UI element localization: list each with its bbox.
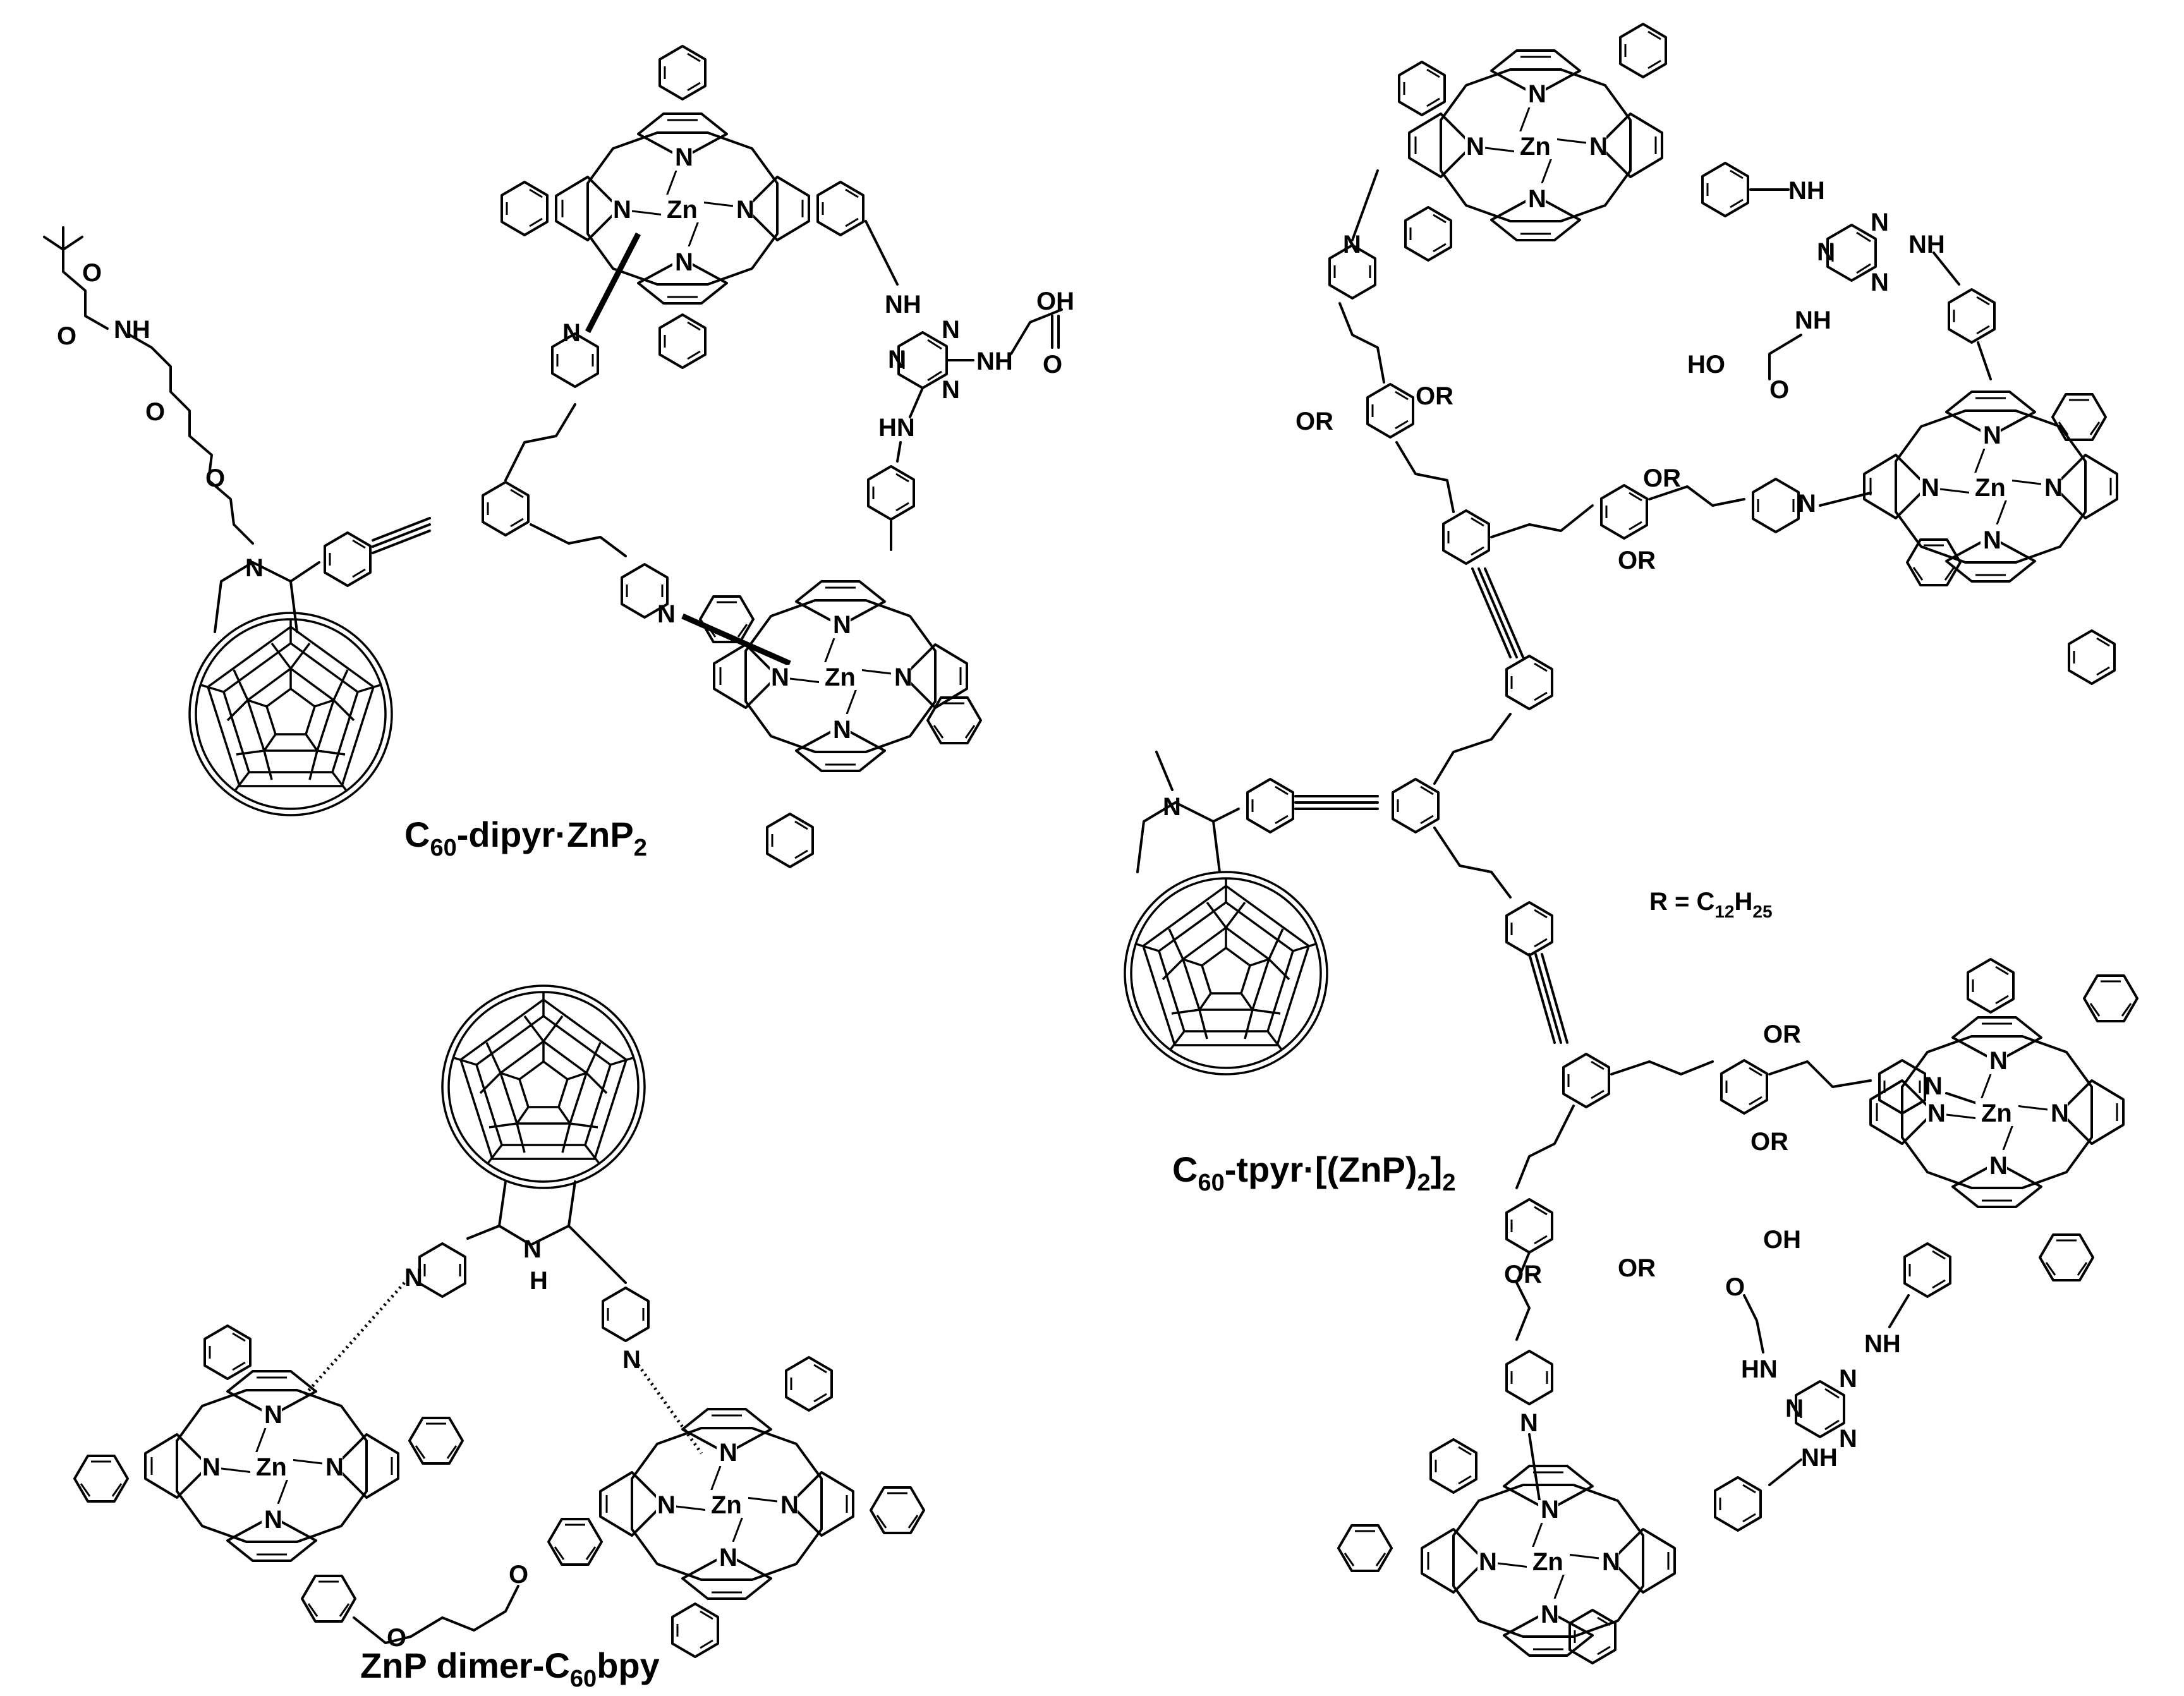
atom-n-tpyr4-bottom: N bbox=[1541, 1601, 1559, 1628]
atom-n-tpyr4-top: N bbox=[1541, 1496, 1559, 1523]
atom-or-low-2: OR bbox=[1750, 1128, 1788, 1156]
atom-n-dimer-right-right: N bbox=[780, 1491, 799, 1519]
atom-zn-dimer-right: Zn bbox=[711, 1491, 742, 1519]
atom-n-pyridine-tpyr-3: N bbox=[1924, 1072, 1943, 1100]
atom-nh-tpyr-2: NH bbox=[1908, 231, 1945, 258]
atom-n-tpyr3-bottom: N bbox=[1989, 1152, 2008, 1180]
atom-or-top-2: OR bbox=[1295, 408, 1333, 435]
atom-n-tpyr-triaz-6: N bbox=[1839, 1425, 1857, 1453]
atom-n-tpyr-triaz-3: N bbox=[1871, 269, 1889, 296]
atom-or-top-4: OR bbox=[1618, 547, 1656, 574]
atom-o-acid: O bbox=[1043, 351, 1062, 379]
atom-nh-tpyr-3: NH bbox=[1795, 306, 1831, 334]
atom-n-porph1-bottom: N bbox=[675, 248, 693, 276]
atom-n-pyridine-dimer-right: N bbox=[622, 1346, 641, 1374]
atom-nh-triazine-top: NH bbox=[885, 291, 921, 318]
atom-n-triazine-3: N bbox=[942, 376, 960, 404]
atom-n-tpyr1-bottom: N bbox=[1528, 185, 1546, 213]
atom-n-pyridine-1: N bbox=[562, 319, 581, 347]
caption-c60-dipyr-znp2: C60-dipyr·ZnP2 bbox=[404, 815, 647, 861]
atom-nh-carbamate: NH bbox=[114, 316, 150, 344]
atom-n-tpyr1-right: N bbox=[1589, 133, 1608, 161]
structure-c60-tpyr-znp2-2: N OR OR N OR OR N Zn N N N N bbox=[1124, 23, 2138, 1664]
atom-n-tpyr3-right: N bbox=[2051, 1099, 2069, 1127]
atom-or-low-4: OR bbox=[1618, 1254, 1656, 1282]
atom-nh-glycine: NH bbox=[976, 348, 1013, 375]
atom-n-dimer-right-bottom: N bbox=[719, 1544, 737, 1572]
atom-oh-acid-low: OH bbox=[1763, 1226, 1801, 1254]
atom-zn-porphyrin-1: Zn bbox=[667, 196, 698, 224]
atom-n-porph1-top: N bbox=[675, 143, 693, 171]
atom-n-tpyr2-top: N bbox=[1983, 421, 2001, 449]
atom-n-tpyr1-top: N bbox=[1528, 80, 1546, 108]
atom-h-pyrrolidine-dimer: H bbox=[530, 1267, 548, 1295]
atom-o-acid-top: O bbox=[1769, 376, 1789, 404]
atom-n-dimer-right-left: N bbox=[657, 1491, 676, 1519]
atom-n-pyridine-dimer-left: N bbox=[404, 1264, 423, 1292]
atom-hn-tpyr-glycine: HN bbox=[1741, 1355, 1778, 1383]
atom-n-dimer-right-top: N bbox=[719, 1439, 737, 1467]
atom-n-pyridine-2: N bbox=[657, 600, 676, 628]
atom-zn-dimer-left: Zn bbox=[256, 1453, 287, 1481]
atom-n-tpyr4-right: N bbox=[1602, 1548, 1620, 1576]
atom-n-pyridine-tpyr-1: N bbox=[1343, 231, 1361, 258]
atom-n-tpyr-triaz-1: N bbox=[1817, 238, 1835, 266]
atom-n-pyrrolidine-tpyr: N bbox=[1163, 793, 1181, 821]
atom-oh-acid: OH bbox=[1036, 288, 1074, 315]
atom-or-top-3: OR bbox=[1643, 464, 1681, 492]
atom-n-tpyr-triaz-2: N bbox=[1871, 209, 1889, 236]
atom-n-dimer-left-bottom: N bbox=[264, 1506, 282, 1534]
atom-n-triazine-2: N bbox=[942, 316, 960, 344]
atom-n-tpyr4-left: N bbox=[1479, 1548, 1497, 1576]
atom-o-ester: O bbox=[82, 259, 102, 287]
atom-n-porph2-left: N bbox=[771, 663, 789, 691]
atom-n-tpyr3-top: N bbox=[1989, 1047, 2008, 1075]
atom-o-carbonyl: O bbox=[57, 322, 76, 350]
atom-n-pyrrolidine-dimer: N bbox=[523, 1235, 542, 1263]
atom-o-ether-2: O bbox=[145, 398, 165, 426]
atom-zn-tpyr-2: Zn bbox=[1975, 474, 2006, 502]
structure-c60-dipyr-znp2: N O O NH O O N N Zn N N N N bbox=[43, 45, 1074, 868]
atom-n-pyridine-tpyr-2: N bbox=[1798, 490, 1816, 518]
atom-zn-porphyrin-2: Zn bbox=[825, 663, 856, 691]
atom-n-pyridine-tpyr-4: N bbox=[1520, 1409, 1538, 1437]
atom-n-tpyr-triaz-4: N bbox=[1785, 1395, 1804, 1422]
atom-hn-triazine-bottom: HN bbox=[878, 414, 915, 442]
atom-o-acid-low: O bbox=[1725, 1273, 1745, 1301]
atom-n-tpyr2-bottom: N bbox=[1983, 526, 2001, 554]
atom-n-dimer-left-right: N bbox=[325, 1453, 344, 1481]
structure-znp-dimer-c60bpy: N H N N Zn N N N N O O Zn N N N N bbox=[73, 984, 925, 1692]
atom-nh-tpyr-1: NH bbox=[1788, 177, 1825, 205]
atom-n-pyrrolidine: N bbox=[245, 554, 264, 582]
atom-n-dimer-left-top: N bbox=[264, 1401, 282, 1429]
atom-nh-tpyr-5: NH bbox=[1801, 1444, 1838, 1472]
atom-n-porph2-right: N bbox=[894, 663, 913, 691]
atom-zn-tpyr-1: Zn bbox=[1520, 133, 1551, 161]
atom-n-porph1-right: N bbox=[736, 196, 755, 224]
atom-n-triazine-1: N bbox=[888, 346, 906, 373]
atom-n-dimer-left-left: N bbox=[202, 1453, 221, 1481]
atom-zn-tpyr-4: Zn bbox=[1532, 1548, 1563, 1576]
atom-n-tpyr2-left: N bbox=[1921, 474, 1939, 502]
atom-or-low-1: OR bbox=[1763, 1021, 1801, 1048]
atom-n-porph2-top: N bbox=[833, 611, 851, 639]
atom-n-tpyr-triaz-5: N bbox=[1839, 1365, 1857, 1393]
atom-o-linker-1: O bbox=[387, 1624, 406, 1652]
atom-o-ether-1: O bbox=[205, 464, 225, 492]
atom-n-tpyr3-left: N bbox=[1927, 1099, 1946, 1127]
atom-or-top-1: OR bbox=[1416, 382, 1453, 410]
atom-n-tpyr1-left: N bbox=[1466, 133, 1484, 161]
caption-znp-dimer-c60bpy: ZnP dimer-C60bpy bbox=[360, 1645, 660, 1692]
atom-n-tpyr2-right: N bbox=[2044, 474, 2063, 502]
r-group-definition: R = C12H25 bbox=[1649, 888, 1773, 921]
atom-n-porph1-left: N bbox=[613, 196, 631, 224]
atom-o-linker-2: O bbox=[509, 1561, 528, 1589]
caption-c60-tpyr-znp2-2: C60-tpyr·[(ZnP)2]2 bbox=[1172, 1149, 1455, 1196]
atom-zn-tpyr-3: Zn bbox=[1981, 1099, 2012, 1127]
atom-nh-tpyr-4: NH bbox=[1864, 1330, 1901, 1358]
atom-n-porph2-bottom: N bbox=[833, 716, 851, 744]
atom-ho-acid-top: HO bbox=[1687, 351, 1725, 379]
